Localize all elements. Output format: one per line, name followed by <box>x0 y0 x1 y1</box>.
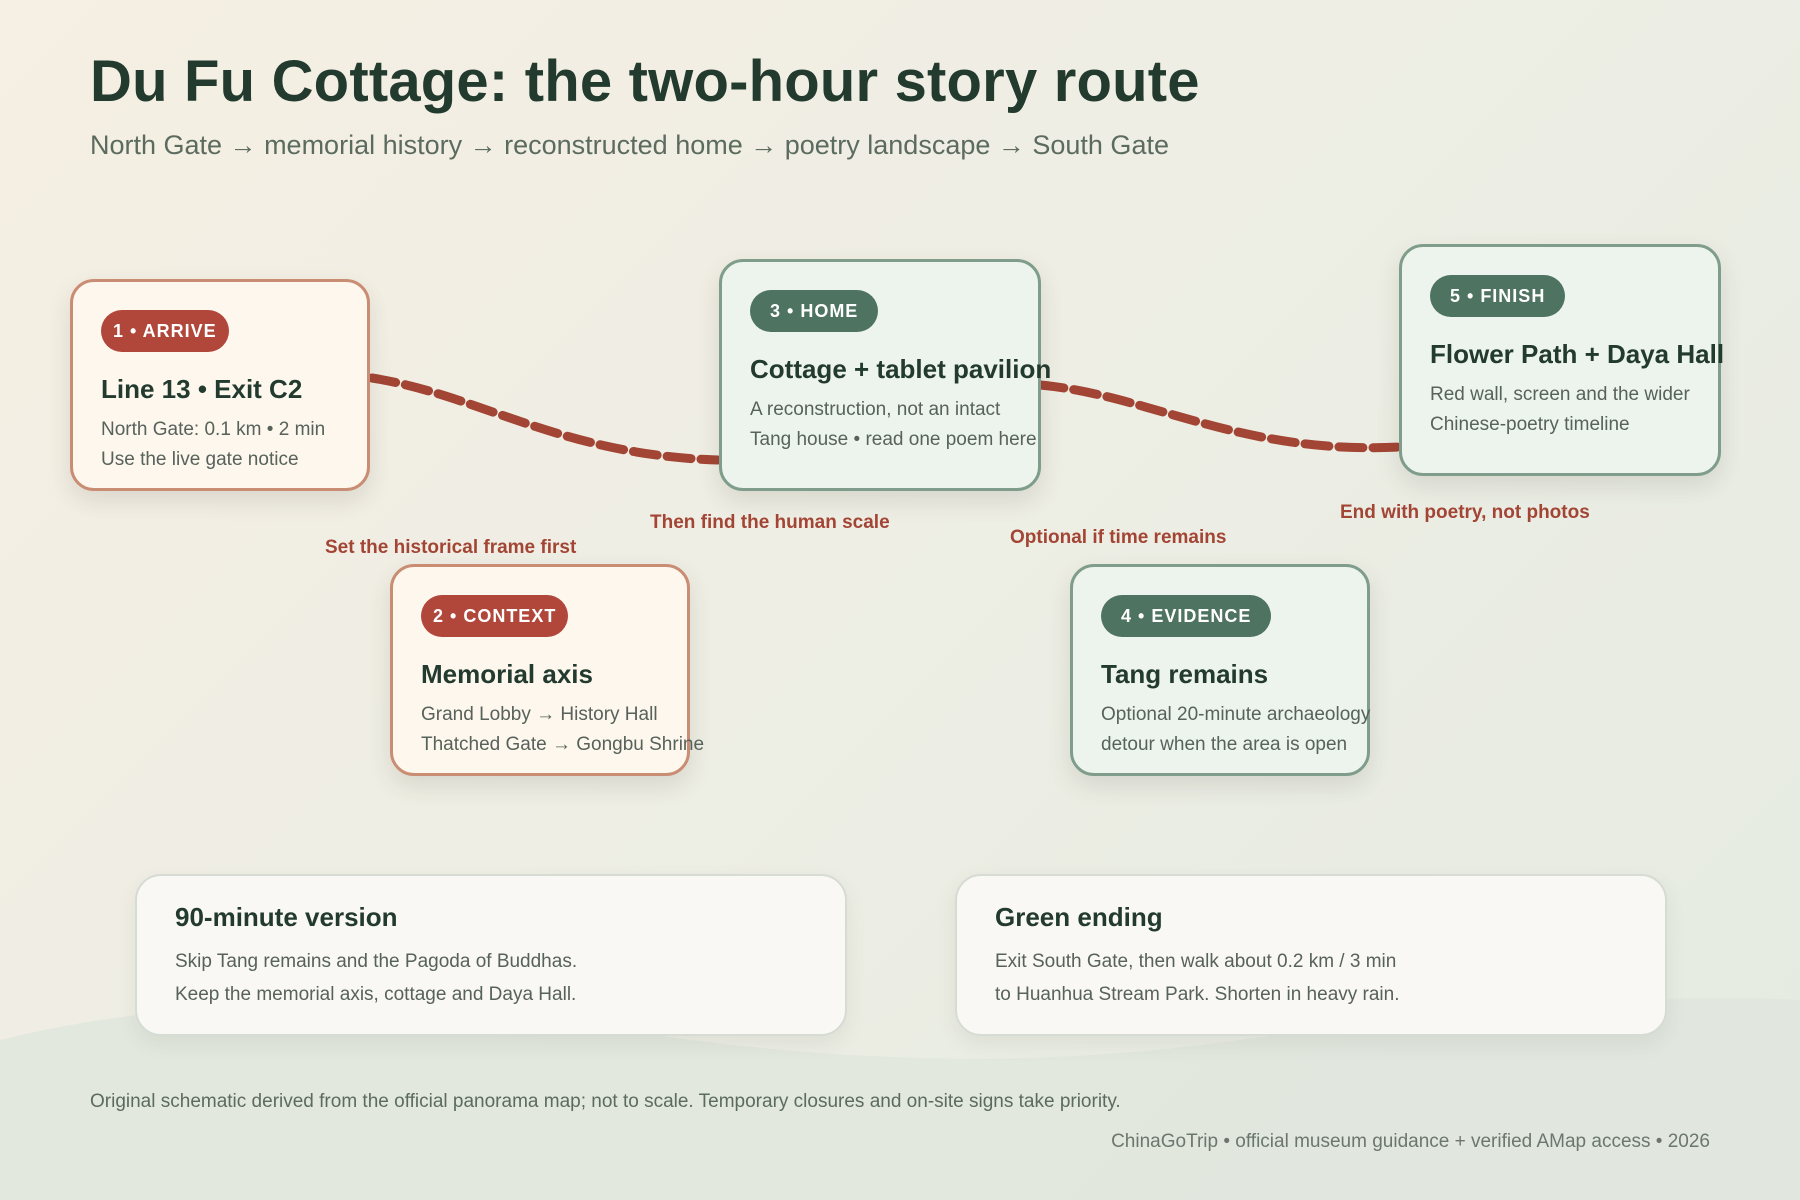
info-card-text: Skip Tang remains and the Pagoda of Budd… <box>175 951 578 1005</box>
stop-description: Red wall, screen and the wider Chinese-p… <box>1430 384 1690 435</box>
stop-title: Memorial axis <box>421 659 593 689</box>
stop-description: A reconstruction, not an intact Tang hou… <box>750 399 1037 450</box>
info-card-text: Exit South Gate, then walk about 0.2 km … <box>995 951 1400 1005</box>
stop-title: Line 13 • Exit C2 <box>101 374 303 404</box>
stop-title: Cottage + tablet pavilion <box>750 354 1052 384</box>
info-card-title: 90-minute version <box>175 902 398 932</box>
stop-description: North Gate: 0.1 km • 2 min Use the live … <box>101 419 326 470</box>
page-title: Du Fu Cottage: the two-hour story route <box>90 49 1200 114</box>
stop-badge: 2 • CONTEXT <box>421 595 569 637</box>
page-subtitle: North Gate → memorial history → reconstr… <box>90 130 1169 160</box>
footnote: Original schematic derived from the offi… <box>90 1091 1121 1112</box>
stop-badge: 1 • ARRIVE <box>101 310 229 352</box>
route-note: Optional if time remains <box>1010 527 1227 548</box>
stop-arrive: 1 • ARRIVE Line 13 • Exit C2 North Gate:… <box>70 279 370 491</box>
stop-finish: 5 • FINISH Flower Path + Daya Hall Red w… <box>1399 244 1725 476</box>
stop-badge: 3 • HOME <box>750 290 879 332</box>
stop-description: Grand Lobby → History Hall Thatched Gate… <box>421 704 705 755</box>
stop-badge: 5 • FINISH <box>1430 275 1566 317</box>
stop-home: 3 • HOME Cottage + tablet pavilion A rec… <box>719 259 1052 491</box>
stop-evidence: 4 • EVIDENCE Tang remains Optional 20-mi… <box>1070 564 1370 776</box>
stop-title: Tang remains <box>1101 659 1269 689</box>
info-card-green-ending: Green ending Exit South Gate, then walk … <box>955 874 1667 1036</box>
credit-line: ChinaGoTrip • official museum guidance +… <box>1111 1131 1710 1152</box>
route-note: Then find the human scale <box>650 512 890 533</box>
stop-description: Optional 20-minute archaeology detour wh… <box>1101 704 1371 755</box>
stop-title: Flower Path + Daya Hall <box>1430 339 1725 369</box>
info-card-90-minute: 90-minute version Skip Tang remains and … <box>135 874 847 1036</box>
stop-context: 2 • CONTEXT Memorial axis Grand Lobby → … <box>390 564 705 776</box>
route-note: Set the historical frame first <box>325 537 577 558</box>
route-note: End with poetry, not photos <box>1340 502 1590 523</box>
stop-badge: 4 • EVIDENCE <box>1101 595 1272 637</box>
info-card-title: Green ending <box>995 902 1163 932</box>
